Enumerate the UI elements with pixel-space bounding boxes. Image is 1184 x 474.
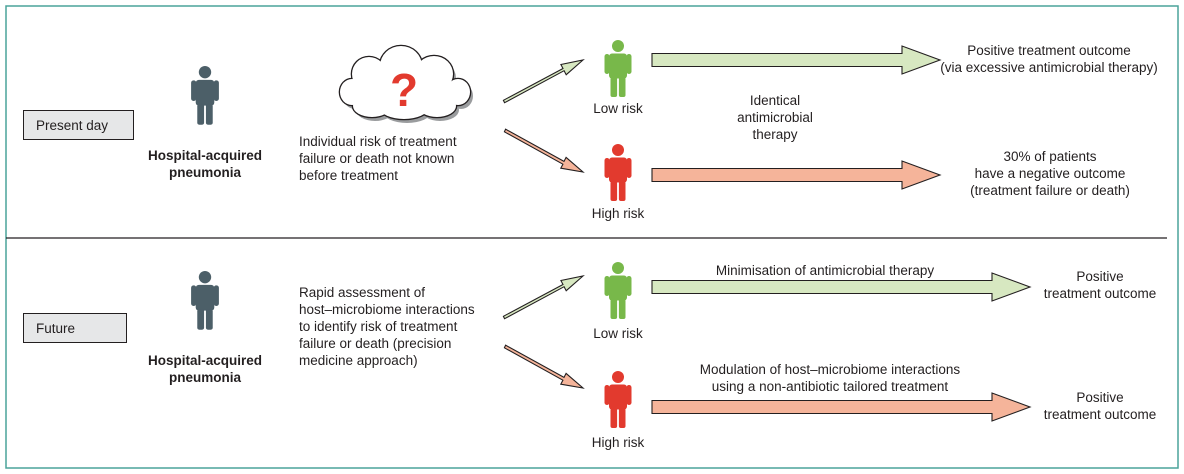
- low-risk-outcome-future: Positive treatment outcome: [1030, 268, 1170, 302]
- present-day-label-box: Present day: [23, 110, 134, 140]
- high-risk-outcome-present: 30% of patients have a negative outcome …: [932, 148, 1168, 199]
- future-label: Future: [36, 320, 76, 336]
- arrow-to-low-risk-future: [502, 275, 585, 320]
- arrow-low-risk-outcome-present: [651, 45, 942, 75]
- low-risk-label-present: Low risk: [593, 101, 643, 116]
- low-risk-label-future: Low risk: [593, 326, 643, 341]
- text-line: host–microbiome interactions: [299, 302, 475, 317]
- identical-therapy-text: Identical antimicrobial therapy: [700, 92, 850, 143]
- text-line: failure or death (precision: [299, 336, 452, 351]
- unknown-risk-text: Individual risk of treatment failure or …: [299, 133, 499, 184]
- patient-label-line: Hospital-acquired: [147, 148, 263, 163]
- text-line: Modulation of host–microbiome interactio…: [699, 362, 961, 377]
- patient-label-line: Hospital-acquired: [147, 353, 263, 368]
- high-risk-outcome-future: Positive treatment outcome: [1030, 389, 1170, 423]
- patient-label-future: Hospital-acquired pneumonia: [120, 352, 290, 386]
- modulation-text: Modulation of host–microbiome interactio…: [665, 361, 995, 395]
- text-line: have a negative outcome: [974, 166, 1126, 181]
- text-line: to identify risk of treatment: [299, 319, 458, 334]
- arrow-high-risk-outcome-future: [651, 392, 1032, 422]
- text-line: using a non-antibiotic tailored treatmen…: [711, 379, 949, 394]
- text-line: Rapid assessment of: [299, 285, 426, 300]
- present-day-label: Present day: [36, 117, 109, 133]
- uncertainty-cloud-icon: [338, 44, 473, 123]
- arrow-high-risk-outcome-present: [651, 160, 942, 190]
- future-label-box: Future: [23, 313, 127, 343]
- low-risk-outcome-present: Positive treatment outcome (via excessiv…: [920, 42, 1178, 76]
- text-line: (via excessive antimicrobial therapy): [940, 60, 1158, 75]
- text-line: therapy: [752, 127, 798, 142]
- patient-label-line: pneumonia: [168, 165, 241, 180]
- text-line: Individual risk of treatment: [299, 134, 457, 149]
- text-line: Positive: [1076, 390, 1124, 405]
- high-risk-label-future: High risk: [591, 435, 645, 450]
- text-line: medicine approach): [299, 353, 418, 368]
- text-line: (treatment failure or death): [970, 183, 1130, 198]
- text-line: Positive treatment outcome: [967, 43, 1131, 58]
- text-line: antimicrobial: [737, 110, 813, 125]
- text-line: failure or death not known: [299, 151, 455, 166]
- text-line: Positive: [1076, 269, 1124, 284]
- minimisation-text: Minimisation of antimicrobial therapy: [715, 263, 935, 278]
- text-line: treatment outcome: [1043, 286, 1157, 301]
- patient-label-line: pneumonia: [168, 370, 241, 385]
- text-line: Identical: [749, 93, 801, 108]
- text-line: treatment outcome: [1043, 407, 1157, 422]
- high-risk-label-present: High risk: [591, 206, 645, 221]
- question-mark-icon: ?: [390, 64, 418, 116]
- text-line: 30% of patients: [1003, 149, 1097, 164]
- arrow-to-high-risk-future: [503, 344, 585, 389]
- arrow-to-high-risk-present: [503, 128, 585, 173]
- arrow-low-risk-outcome-future: [651, 272, 1032, 302]
- rapid-assessment-text: Rapid assessment of host–microbiome inte…: [299, 284, 504, 369]
- patient-label-present: Hospital-acquired pneumonia: [120, 147, 290, 181]
- arrow-to-low-risk-present: [502, 59, 585, 104]
- text-line: before treatment: [299, 168, 399, 183]
